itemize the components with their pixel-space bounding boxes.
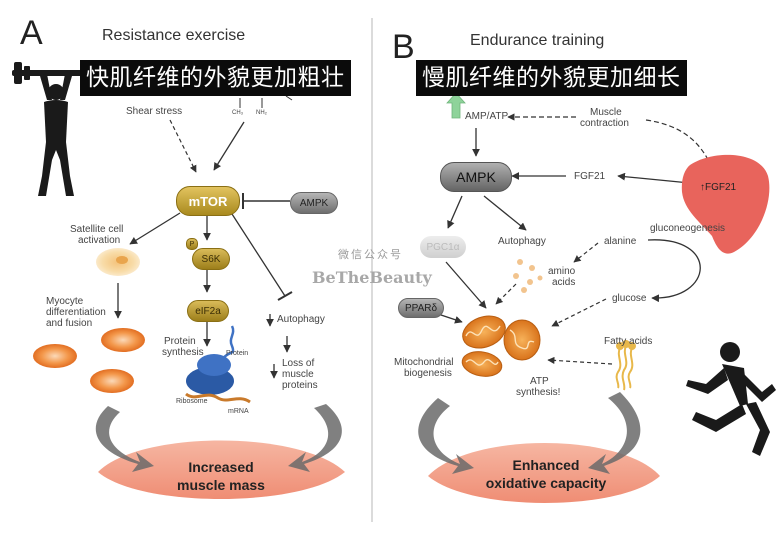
- panel-a-letter: A: [20, 14, 43, 52]
- pgc-node: PGC1α: [420, 236, 466, 258]
- outcome-b: Enhanced oxidative capacity: [466, 456, 626, 492]
- mito-biogenesis-label-1: Mitochondrial: [394, 357, 454, 368]
- muscle-contraction-label-1: Muscle: [590, 107, 622, 118]
- autophagy-label-a: Autophagy: [277, 314, 325, 325]
- outcome-a-line2: muscle mass: [177, 477, 265, 493]
- myocyte-cells: [33, 328, 145, 393]
- amino-structure: [239, 95, 293, 108]
- atp-synthesis-label-2: synthesis!: [516, 387, 561, 398]
- runner-silhouette-icon: [686, 342, 776, 456]
- shear-stress-label: Shear stress: [126, 106, 183, 117]
- atp-synthesis-label-1: ATP: [530, 376, 549, 387]
- satellite-label-2: activation: [78, 235, 121, 246]
- gluconeogenesis-label: gluconeogenesis: [650, 223, 726, 234]
- loss-label-3: proteins: [282, 380, 318, 391]
- mitochondria-icon: [461, 315, 541, 377]
- muscle-shape-a: [98, 440, 345, 499]
- ribosome-label: Ribosome: [176, 398, 208, 405]
- fgf21-liver-text: FGF21: [705, 182, 737, 193]
- up-arrow-icon: [446, 92, 466, 119]
- panel-a-banner: 快肌纤维的外貌更加粗壮: [80, 60, 351, 96]
- mito-biogenesis-label-2: biogenesis: [404, 368, 452, 379]
- panel-b-title: Endurance training: [470, 32, 605, 49]
- amino-acids-label-1: amino: [548, 266, 576, 277]
- panel-b-letter: B: [392, 28, 415, 66]
- ampk-node-a: AMPK: [290, 192, 338, 214]
- panel-a-title: Resistance exercise: [102, 27, 246, 44]
- mrna-label: mRNA: [228, 408, 249, 415]
- protein-synthesis-label-2: synthesis: [162, 347, 204, 358]
- myocyte-label-3: and fusion: [46, 318, 93, 329]
- phospho-badge: P: [186, 238, 198, 250]
- ch3-label: CH₃: [232, 110, 244, 116]
- amp-atp-label: AMP/ATP: [465, 111, 509, 122]
- ribosome-icon: [185, 325, 251, 404]
- watermark-line1: 微信公众号: [338, 248, 403, 261]
- outcome-b-line2: oxidative capacity: [485, 475, 607, 491]
- fatty-acids-icon: [615, 340, 636, 391]
- panel-b-banner: 慢肌纤维的外貌更加细长: [416, 60, 687, 96]
- myocyte-label-1: Myocyte: [46, 296, 84, 307]
- nh2-label: NH₂: [256, 110, 267, 116]
- amino-acid-dots: [513, 259, 543, 293]
- ampk-node-b: AMPK: [440, 162, 512, 192]
- ppar-node: PPARδ: [398, 298, 444, 318]
- loss-label-1: Loss of: [282, 358, 315, 369]
- fatty-acids-label: Fatty acids: [604, 336, 653, 347]
- amino-acids-label-2: acids: [552, 277, 576, 288]
- alanine-label: alanine: [604, 236, 637, 247]
- glucose-label: glucose: [612, 293, 647, 304]
- loss-label-2: muscle: [282, 369, 314, 380]
- outcome-a: Increased muscle mass: [146, 458, 296, 494]
- fgf21-liver-label: ↑FGF21: [700, 182, 737, 193]
- outcome-a-line1: Increased: [188, 459, 254, 475]
- autophagy-label-b: Autophagy: [498, 236, 546, 247]
- protein-synthesis-label-1: Protein: [164, 336, 196, 347]
- eif2a-node: eIF2a: [187, 300, 229, 322]
- liver-icon: [681, 154, 770, 254]
- satellite-label-1: Satellite cell: [70, 224, 124, 235]
- mtor-node: mTOR: [176, 186, 240, 216]
- fgf21-left-label: FGF21: [574, 171, 606, 182]
- watermark-line2: BeTheBeauty: [312, 268, 432, 287]
- s6k-node: S6K: [192, 248, 230, 270]
- muscle-contraction-label-2: contraction: [580, 118, 629, 129]
- protein-label: Protein: [226, 350, 249, 357]
- outcome-b-line1: Enhanced: [512, 457, 580, 473]
- myocyte-label-2: differentiation: [46, 307, 106, 318]
